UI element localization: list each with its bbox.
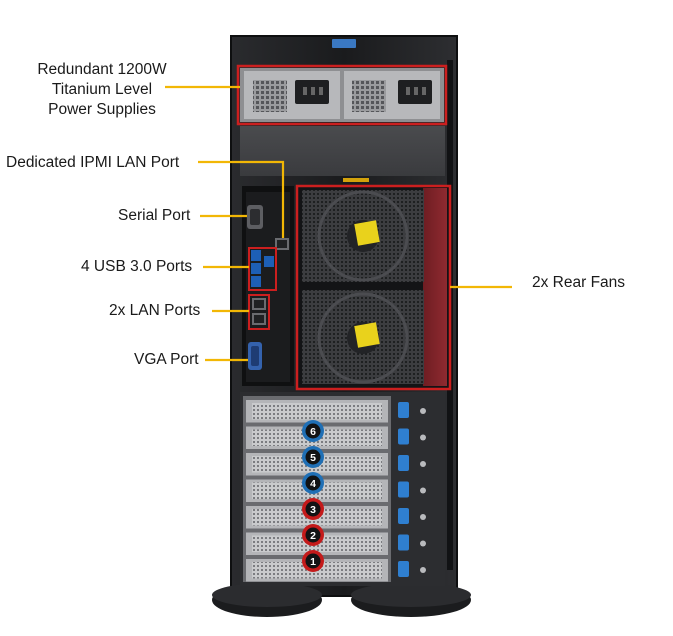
slot-number-label: 6 bbox=[310, 426, 316, 438]
psu-callout-label: Redundant 1200W Titanium Level Power Sup… bbox=[26, 60, 178, 120]
fan-latch-marker bbox=[343, 178, 369, 182]
psu-callout-line-2: Titanium Level bbox=[51, 81, 153, 98]
lan-callout-label: 2x LAN Ports bbox=[109, 302, 201, 319]
slot-latch-icon[interactable] bbox=[398, 534, 409, 551]
slot-latch-icon[interactable] bbox=[398, 402, 409, 418]
slot-latch-icon[interactable] bbox=[398, 455, 409, 471]
rear-fans bbox=[295, 184, 452, 391]
slot-latch-icon[interactable] bbox=[398, 428, 409, 445]
slot-number-label: 3 bbox=[310, 504, 316, 516]
slot-number-label: 5 bbox=[310, 452, 316, 464]
fan-warning-label-icon bbox=[354, 322, 380, 348]
usb-ports[interactable] bbox=[251, 250, 274, 287]
slot-screw-icon bbox=[420, 540, 426, 547]
ipmi-callout-label: Dedicated IPMI LAN Port bbox=[6, 154, 180, 171]
psu-callout-line-3: Power Supplies bbox=[48, 101, 156, 118]
psu-highlight-box bbox=[236, 64, 448, 126]
psu-callout-line-1: Redundant 1200W bbox=[37, 61, 167, 78]
lan-ports[interactable] bbox=[252, 298, 266, 325]
ipmi-callout-line bbox=[198, 160, 285, 238]
expansion-slot-cover[interactable] bbox=[246, 400, 388, 423]
slot-screw-icon bbox=[420, 461, 426, 467]
slot-number-badge: 4 bbox=[302, 472, 324, 494]
vga-callout-label: VGA Port bbox=[134, 351, 199, 368]
slot-screw-icon bbox=[420, 434, 426, 441]
slot-number-badge: 5 bbox=[302, 446, 324, 468]
rear-fan-2 bbox=[302, 290, 424, 384]
fan-warning-label-icon bbox=[354, 220, 380, 246]
upper-panel bbox=[240, 126, 445, 176]
power-supply-1[interactable] bbox=[244, 71, 340, 119]
serial-callout-label: Serial Port bbox=[118, 207, 191, 224]
slot-number-badge: 6 bbox=[302, 420, 324, 442]
slot-screw-icon bbox=[420, 487, 426, 494]
slot-number-label: 1 bbox=[310, 556, 316, 568]
slot-screw-icon bbox=[420, 567, 426, 573]
slot-screw-icon bbox=[420, 408, 426, 414]
rear-fan-1 bbox=[302, 190, 424, 282]
slot-number-label: 4 bbox=[310, 478, 316, 490]
slot-screw-icon bbox=[420, 514, 426, 520]
slot-number-badges: 6 5 4 3 2 1 bbox=[302, 420, 324, 572]
slot-number-badge: 1 bbox=[302, 550, 324, 572]
slot-latch-icon[interactable] bbox=[398, 481, 409, 498]
usb-callout-label: 4 USB 3.0 Ports bbox=[81, 258, 193, 275]
slot-latch-icon[interactable] bbox=[398, 508, 409, 524]
slot-number-badge: 2 bbox=[302, 524, 324, 546]
usb-highlight-box bbox=[248, 247, 277, 291]
callout-lines bbox=[165, 85, 512, 362]
slot-latch-icon[interactable] bbox=[398, 561, 409, 577]
power-supply-2[interactable] bbox=[344, 71, 440, 119]
io-panel bbox=[242, 186, 294, 386]
release-tab[interactable] bbox=[332, 39, 356, 48]
fans-callout-label: 2x Rear Fans bbox=[532, 274, 626, 291]
psu-bay bbox=[236, 64, 448, 126]
slot-number-label: 2 bbox=[310, 530, 316, 542]
slot-number-badge: 3 bbox=[302, 498, 324, 520]
